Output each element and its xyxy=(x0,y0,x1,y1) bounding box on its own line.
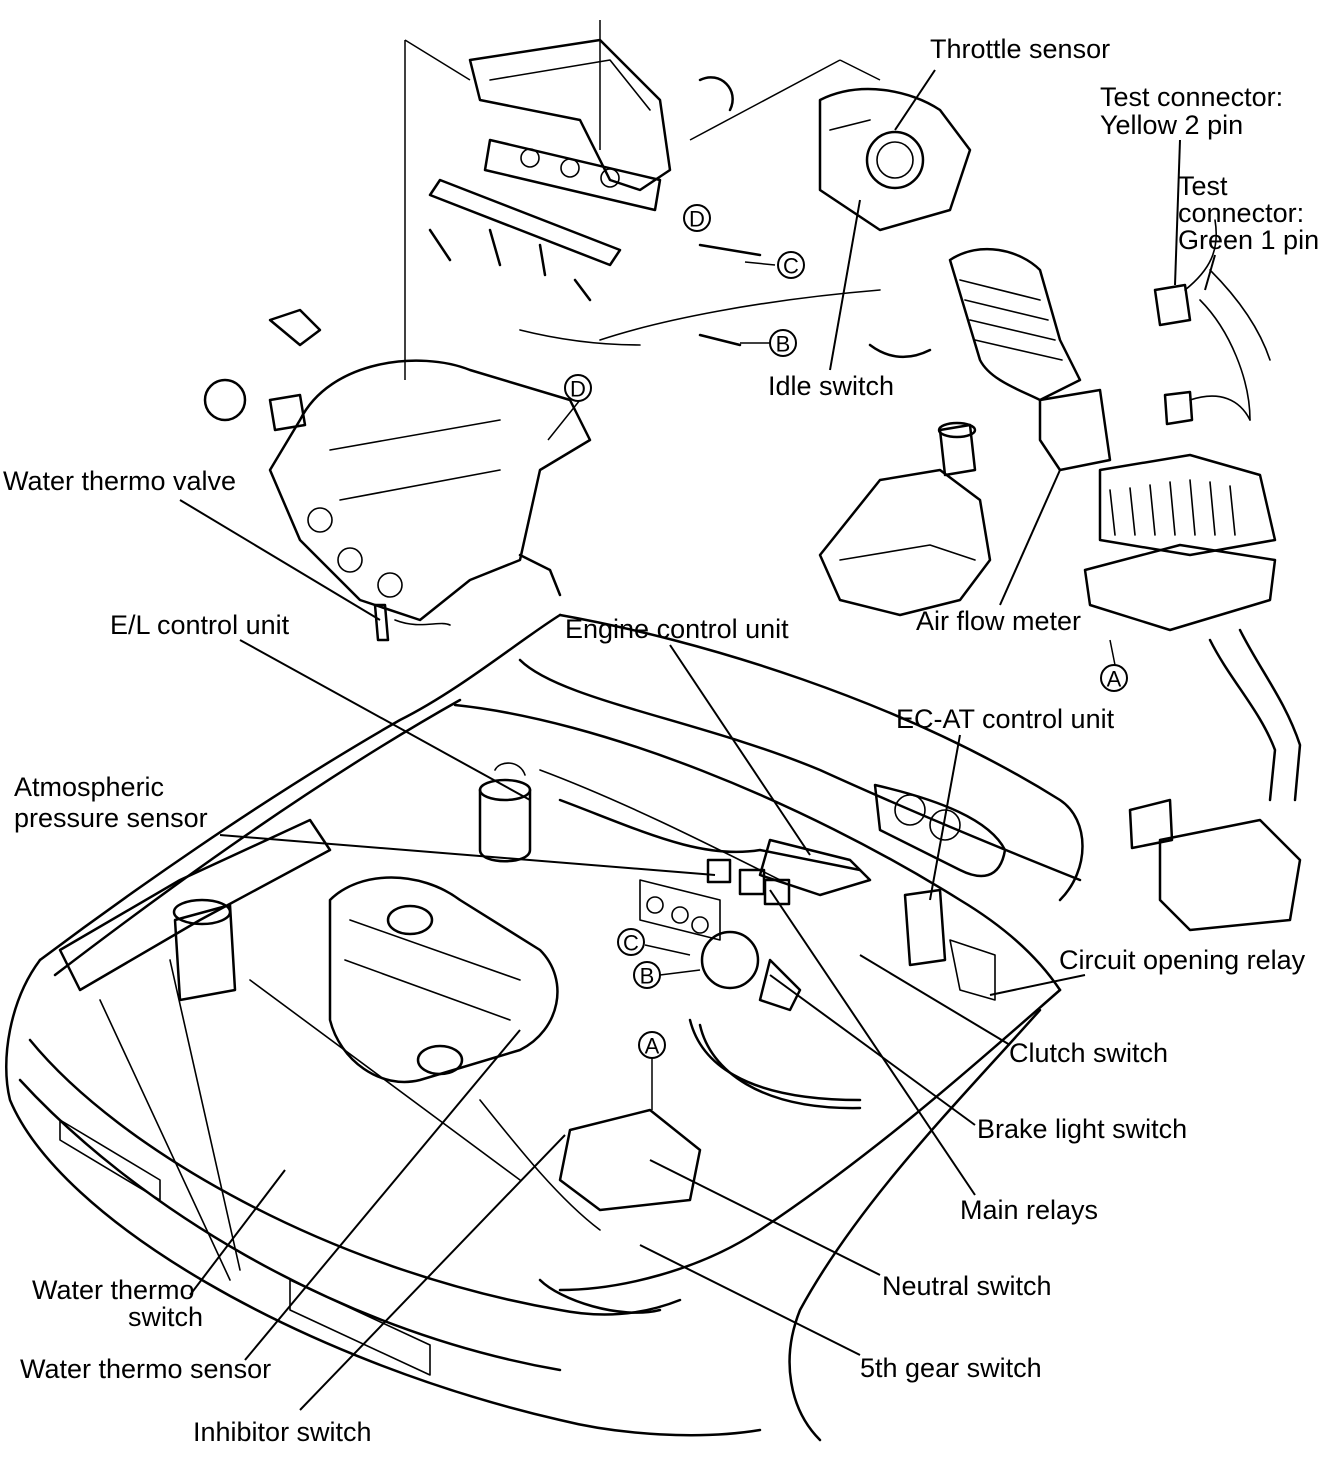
label-main-relays: Main relays xyxy=(960,1195,1098,1225)
label-test-connector-green-line3: Green 1 pin xyxy=(1178,225,1319,255)
label-water-thermo-switch-line2: switch xyxy=(128,1302,203,1332)
label-fifth-gear-switch: 5th gear switch xyxy=(860,1353,1042,1383)
label-throttle-sensor: Throttle sensor xyxy=(930,34,1110,64)
callout-labels: Throttle sensor Test connector: Yellow 2… xyxy=(3,34,1319,1447)
marker-c-upper-label: C xyxy=(783,254,799,279)
label-clutch-switch: Clutch switch xyxy=(1009,1038,1168,1068)
label-atmospheric-pressure-sensor-line1: Atmospheric xyxy=(14,772,164,802)
label-water-thermo-valve: Water thermo valve xyxy=(3,466,236,496)
marker-b-upper: B xyxy=(769,329,797,357)
label-water-thermo-sensor: Water thermo sensor xyxy=(20,1354,271,1384)
marker-b-lower: B xyxy=(633,961,661,989)
marker-c-lower: C xyxy=(617,928,645,956)
label-brake-light-switch: Brake light switch xyxy=(977,1114,1187,1144)
label-circuit-opening-relay: Circuit opening relay xyxy=(1059,945,1306,975)
label-water-thermo-switch-line1: Water thermo xyxy=(32,1275,195,1305)
marker-d-lower-label: D xyxy=(570,377,586,402)
label-neutral-switch: Neutral switch xyxy=(882,1271,1052,1301)
marker-b-lower-label: B xyxy=(640,964,655,989)
marker-a-lower: A xyxy=(638,1031,666,1059)
leader-lines xyxy=(179,20,1216,1411)
engine-bay-drawing xyxy=(172,762,1007,1231)
label-air-flow-meter: Air flow meter xyxy=(916,606,1081,636)
label-test-connector-yellow-line2: Yellow 2 pin xyxy=(1100,110,1243,140)
label-test-connector-green-line2: connector: xyxy=(1178,198,1304,228)
label-atmospheric-pressure-sensor-line2: pressure sensor xyxy=(14,803,208,833)
marker-d-lower: D xyxy=(564,374,592,402)
marker-b-upper-label: B xyxy=(776,332,791,357)
label-idle-switch: Idle switch xyxy=(768,371,894,401)
marker-c-upper: C xyxy=(777,251,805,279)
marker-a-lower-label: A xyxy=(645,1034,660,1059)
marker-a-upper-label: A xyxy=(1107,667,1122,692)
label-el-control-unit: E/L control unit xyxy=(110,610,290,640)
marker-c-lower-label: C xyxy=(623,931,639,956)
marker-d-upper: D xyxy=(683,204,711,232)
marker-a-upper: A xyxy=(1100,664,1128,692)
marker-d-upper-label: D xyxy=(689,207,705,232)
intake-components-drawing xyxy=(203,38,1302,932)
label-inhibitor-switch: Inhibitor switch xyxy=(193,1417,372,1447)
label-engine-control-unit: Engine control unit xyxy=(565,614,789,644)
label-test-connector-yellow-line1: Test connector: xyxy=(1100,82,1283,112)
label-test-connector-green-line1: Test xyxy=(1178,171,1228,201)
label-ec-at-control-unit: EC-AT control unit xyxy=(896,704,1115,734)
